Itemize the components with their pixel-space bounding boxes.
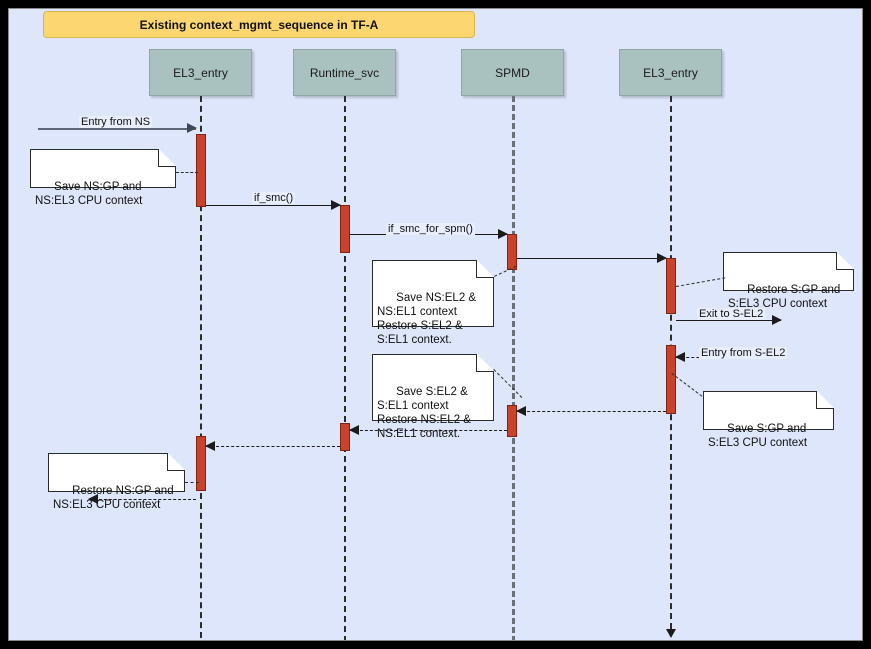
message-line bbox=[517, 411, 666, 412]
activation-el3-entry-right-2 bbox=[666, 345, 676, 414]
note-anchor-line bbox=[185, 482, 199, 483]
note-save-ns-el2: Save NS:EL2 & NS:EL1 context Restore S:E… bbox=[372, 259, 494, 346]
diagram-title: Existing context_mgmt_sequence in TF-A bbox=[139, 17, 379, 32]
note-anchor-line bbox=[493, 369, 523, 398]
arrowhead-left-icon bbox=[516, 406, 526, 416]
note-text: Restore NS:GP and NS:EL3 CPU context bbox=[53, 485, 174, 511]
arrowhead-left-icon bbox=[205, 441, 215, 451]
participant-runtime-svc[interactable]: Runtime_svc bbox=[293, 49, 396, 96]
participant-label: EL3_entry bbox=[173, 65, 228, 80]
note-anchor-line bbox=[176, 172, 198, 173]
diagram-canvas: Existing context_mgmt_sequence in TF-A E… bbox=[8, 8, 863, 641]
arrowhead-left-icon bbox=[675, 352, 685, 362]
note-anchor-line bbox=[676, 277, 726, 287]
note-save-s-el2: Save S:EL2 & S:EL1 context Restore NS:EL… bbox=[372, 353, 494, 440]
message-label-entry-from-ns: Entry from NS bbox=[79, 116, 153, 128]
note-fold-icon bbox=[816, 390, 834, 409]
note-anchor-line bbox=[671, 373, 703, 397]
lifeline-end-arrow-icon bbox=[666, 629, 676, 638]
activation-el3-entry-left-2 bbox=[196, 436, 206, 491]
message-line bbox=[206, 205, 340, 206]
note-fold-icon bbox=[167, 452, 185, 471]
note-text: Save NS:GP and NS:EL3 CPU context bbox=[35, 181, 143, 207]
message-label-if-smc-for-spm: if_smc_for_spm() bbox=[386, 223, 475, 235]
lifeline-runtime-svc bbox=[344, 96, 346, 640]
arrowhead-right-icon bbox=[187, 123, 197, 133]
arrowhead-right-icon bbox=[772, 315, 782, 325]
arrowhead-left-icon bbox=[88, 494, 98, 504]
arrowhead-right-icon bbox=[657, 253, 667, 263]
note-fold-icon bbox=[836, 251, 854, 270]
participant-label: EL3_entry bbox=[643, 65, 698, 80]
message-line bbox=[517, 258, 666, 259]
note-text: Save NS:EL2 & NS:EL1 context Restore S:E… bbox=[377, 292, 477, 346]
message-label-if-smc: if_smc() bbox=[252, 192, 296, 204]
activation-el3-entry-left-1 bbox=[196, 134, 206, 207]
note-fold-icon bbox=[476, 353, 494, 372]
note-text: Save S:EL2 & S:EL1 context Restore NS:EL… bbox=[377, 386, 471, 440]
participant-el3-entry-left[interactable]: EL3_entry bbox=[149, 49, 252, 96]
participant-label: SPMD bbox=[495, 65, 530, 80]
participant-label: Runtime_svc bbox=[309, 65, 380, 80]
participant-spmd[interactable]: SPMD bbox=[461, 49, 564, 96]
message-label-entry-from-s-el2: Entry from S-EL2 bbox=[699, 347, 788, 359]
arrowhead-left-icon bbox=[349, 425, 359, 435]
message-label-exit-to-s-el2: Exit to S-EL2 bbox=[697, 308, 766, 320]
lifeline-el3-entry-left bbox=[200, 96, 202, 638]
note-fold-icon bbox=[158, 148, 176, 167]
note-save-s-gp: Save S:GP and S:EL3 CPU context bbox=[703, 390, 834, 449]
note-text: Restore S:GP and S:EL3 CPU context bbox=[728, 284, 841, 310]
participant-el3-entry-right[interactable]: EL3_entry bbox=[619, 49, 722, 96]
activation-el3-entry-right-1 bbox=[666, 258, 676, 314]
lifeline-spmd bbox=[512, 96, 515, 640]
activation-spmd-2 bbox=[507, 405, 517, 437]
activation-runtime-svc-2 bbox=[340, 423, 350, 451]
arrowhead-right-icon bbox=[498, 229, 508, 239]
message-line bbox=[206, 446, 340, 447]
arrowhead-right-icon bbox=[331, 200, 341, 210]
message-line bbox=[676, 320, 781, 321]
message-line bbox=[38, 128, 196, 130]
diagram-title-banner: Existing context_mgmt_sequence in TF-A bbox=[43, 11, 475, 38]
activation-runtime-svc-1 bbox=[340, 205, 350, 253]
note-restore-s-gp: Restore S:GP and S:EL3 CPU context bbox=[723, 251, 854, 310]
message-line bbox=[89, 499, 196, 500]
note-text: Save S:GP and S:EL3 CPU context bbox=[708, 423, 808, 449]
activation-spmd-1 bbox=[507, 234, 517, 270]
note-fold-icon bbox=[476, 259, 494, 278]
note-restore-ns-gp: Restore NS:GP and NS:EL3 CPU context bbox=[48, 452, 185, 511]
note-save-ns-gp: Save NS:GP and NS:EL3 CPU context bbox=[30, 148, 176, 207]
message-line bbox=[350, 430, 507, 431]
